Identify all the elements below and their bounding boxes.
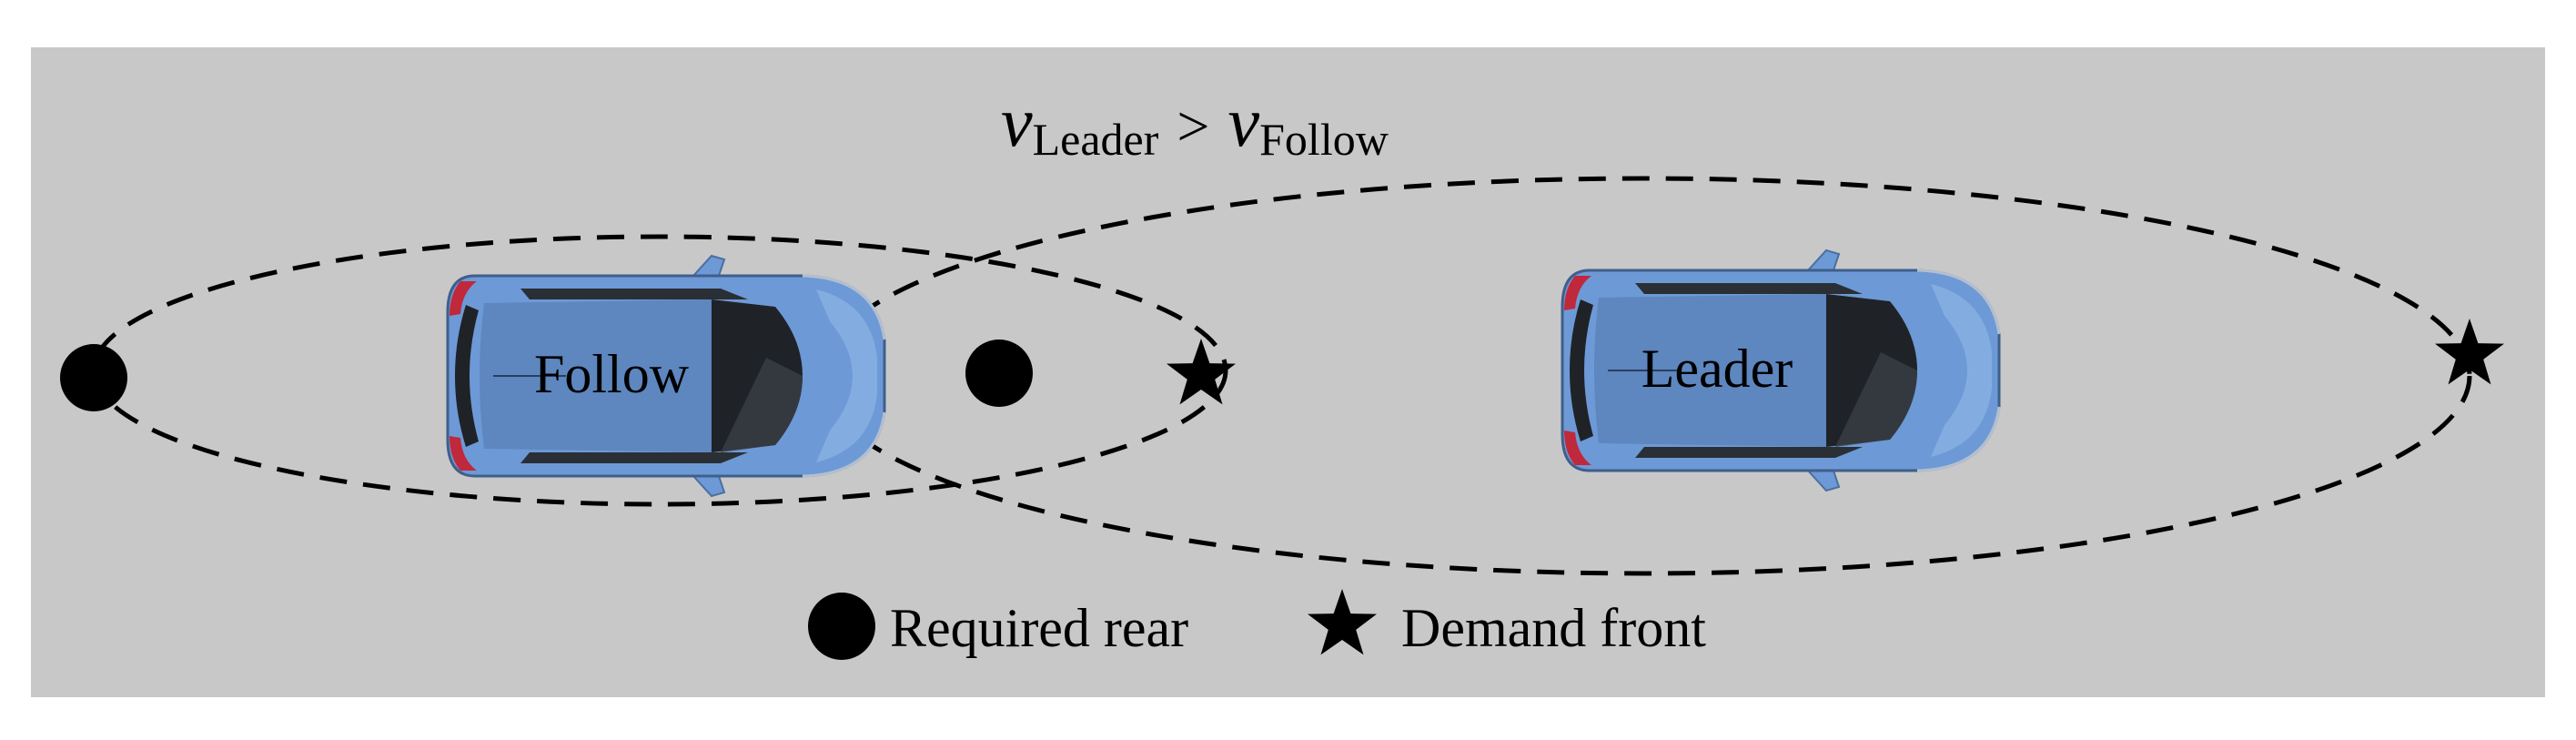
leader-demand-front-marker	[2435, 319, 2504, 385]
filled-circle-icon	[808, 593, 875, 660]
follow-required-rear-marker	[60, 344, 127, 411]
follow-speed-symbol: v	[1228, 82, 1260, 161]
leader-speed-symbol: v	[1001, 82, 1033, 161]
follow-demand-front-marker	[1167, 339, 1236, 405]
legend-star-label: Demand front	[1401, 598, 1706, 658]
leader-car-label: Leader	[1642, 339, 1793, 399]
legend: Required rear Demand front	[808, 589, 1706, 660]
leader-car: Leader	[1561, 248, 2001, 492]
legend-circle-label: Required rear	[890, 598, 1188, 658]
filled-star-icon	[1308, 589, 1377, 655]
follow-speed-subscript: Follow	[1259, 114, 1389, 165]
follow-car: Follow	[446, 254, 886, 498]
speed-relation-equation: vLeader>vFollow	[1001, 82, 1389, 165]
greater-than-operator: >	[1177, 94, 1209, 158]
leader-required-rear-marker	[965, 340, 1033, 407]
leader-speed-subscript: Leader	[1033, 114, 1159, 165]
follow-car-label: Follow	[534, 344, 690, 404]
